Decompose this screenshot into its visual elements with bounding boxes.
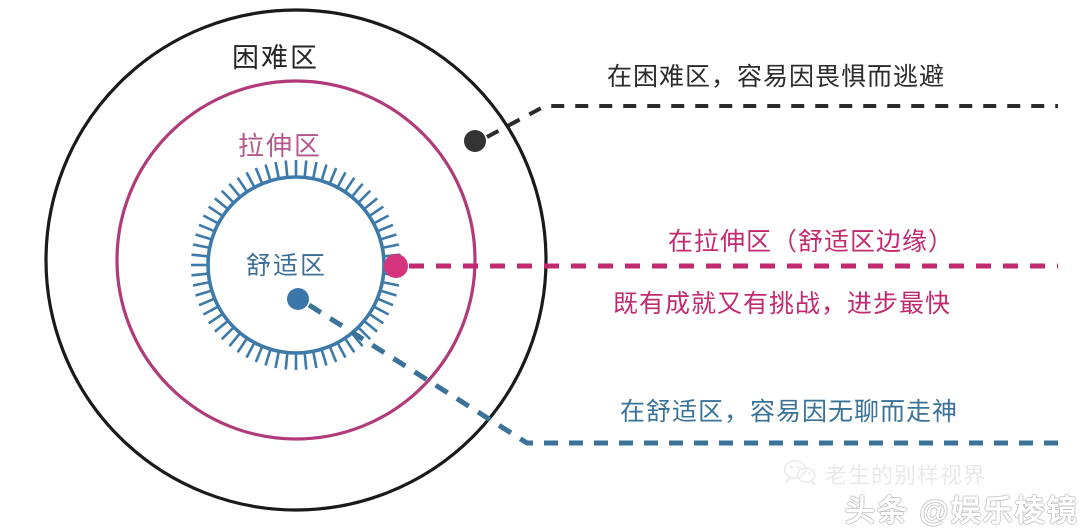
- comfort-zone-spike: [192, 243, 209, 249]
- comfort-zone-spike: [228, 332, 241, 347]
- comfort-zone-spike: [220, 327, 234, 341]
- connector-line-comfort: [307, 302, 1058, 446]
- hard-zone-circle: [44, 8, 548, 512]
- comfort-zone-spike: [351, 183, 364, 198]
- comfort-zone-spike: [344, 338, 356, 354]
- wechat-watermark: 老生的别样视界: [783, 458, 986, 490]
- comfort-zone-spike: [383, 281, 400, 287]
- comfort-zone-spike: [336, 171, 347, 188]
- connector-lines: [307, 104, 1058, 446]
- comfort-zone-spike: [312, 352, 318, 369]
- comfort-zone-spike: [303, 353, 308, 370]
- comfort-zone-spike: [328, 346, 338, 363]
- comfort-zone-spike: [274, 161, 280, 178]
- comfort-zone-spike: [284, 160, 289, 177]
- marker-dot-comfort: [287, 288, 309, 310]
- comfort-zone-group: [191, 160, 401, 370]
- comfort-zone-spike: [284, 353, 289, 370]
- comfort-zone-spike: [369, 313, 385, 325]
- marker-dot-stretch: [384, 254, 408, 278]
- comfort-zone-spike: [236, 338, 248, 354]
- marker-dots: [287, 130, 486, 310]
- comfort-zone-spike: [207, 205, 223, 217]
- comfort-zone-spike: [202, 305, 219, 316]
- comfort-zone-spike: [214, 320, 229, 333]
- comfort-zone-spike: [192, 281, 209, 287]
- comfort-zone-spike: [191, 253, 208, 258]
- stretch-zone-circle: [115, 79, 477, 441]
- comfort-zone-spike: [328, 167, 338, 184]
- comfort-zone-spike: [336, 342, 347, 359]
- comfort-zone-spike: [363, 320, 378, 333]
- toutiao-watermark-text: 头条 @娱乐棱镜: [845, 495, 1079, 528]
- comfort-zone-spike: [236, 176, 248, 192]
- comfort-zone-spike: [274, 352, 280, 369]
- comfort-zone-spike: [373, 214, 390, 225]
- comfort-zone-spike: [363, 197, 378, 210]
- comfort-zone-spike: [320, 349, 328, 366]
- comfort-zone-label: 舒适区: [246, 252, 328, 280]
- stretch-zone-label: 拉伸区: [238, 131, 323, 161]
- comfort-zone-spike: [220, 189, 234, 203]
- comfort-zone-spike: [344, 176, 356, 192]
- comfort-zone-spike: [377, 297, 394, 307]
- comfort-zone-spike: [377, 223, 394, 233]
- comfort-zone-spike: [254, 167, 264, 184]
- comfort-zone-spike: [358, 189, 372, 203]
- hard-zone-annotation: 在困难区，容易因畏惧而逃避: [607, 63, 946, 91]
- comfort-zone-spike: [228, 183, 241, 198]
- comfort-zone-spike: [195, 233, 212, 241]
- comfort-zone-circle: [206, 175, 386, 355]
- comfort-zone-spike: [207, 313, 223, 325]
- comfort-zone-spike: [198, 223, 215, 233]
- comfort-zone-spike: [380, 233, 397, 241]
- comfort-zone-spike: [198, 297, 215, 307]
- comfort-zone-spike: [320, 164, 328, 181]
- comfort-zone-spike: [214, 197, 229, 210]
- comfort-zone-spike: [373, 305, 390, 316]
- comfort-zone-spike: [383, 243, 400, 249]
- connector-line-hard: [486, 104, 1058, 139]
- marker-dot-hard: [464, 130, 486, 152]
- comfort-zone-spike: [191, 272, 208, 277]
- stretch-zone-annotation-line1: 在拉伸区（舒适区边缘）: [668, 228, 955, 256]
- wechat-watermark-text: 老生的别样视界: [825, 463, 987, 488]
- comfort-zone-annotation: 在舒适区，容易因无聊而走神: [620, 398, 959, 426]
- comfort-zone-spike: [312, 161, 318, 178]
- comfort-zone-spike: [380, 289, 397, 297]
- comfort-zone-spike: [202, 214, 219, 225]
- wechat-bubbles-icon: [783, 459, 817, 490]
- comfort-zone-spike: [358, 327, 372, 341]
- comfort-zone-spikes: [191, 160, 401, 370]
- hard-zone-label: 困难区: [232, 43, 319, 73]
- comfort-zone-spike: [303, 160, 308, 177]
- comfort-zone-spike: [264, 349, 272, 366]
- comfort-zone-spike: [245, 171, 256, 188]
- comfort-zone-spike: [254, 346, 264, 363]
- comfort-zone-spike: [369, 205, 385, 217]
- comfort-zone-spike: [245, 342, 256, 359]
- comfort-zone-spike: [264, 164, 272, 181]
- comfort-zone-spike: [195, 289, 212, 297]
- stretch-zone-annotation-line2: 既有成就又有挑战，进步最快: [613, 290, 952, 318]
